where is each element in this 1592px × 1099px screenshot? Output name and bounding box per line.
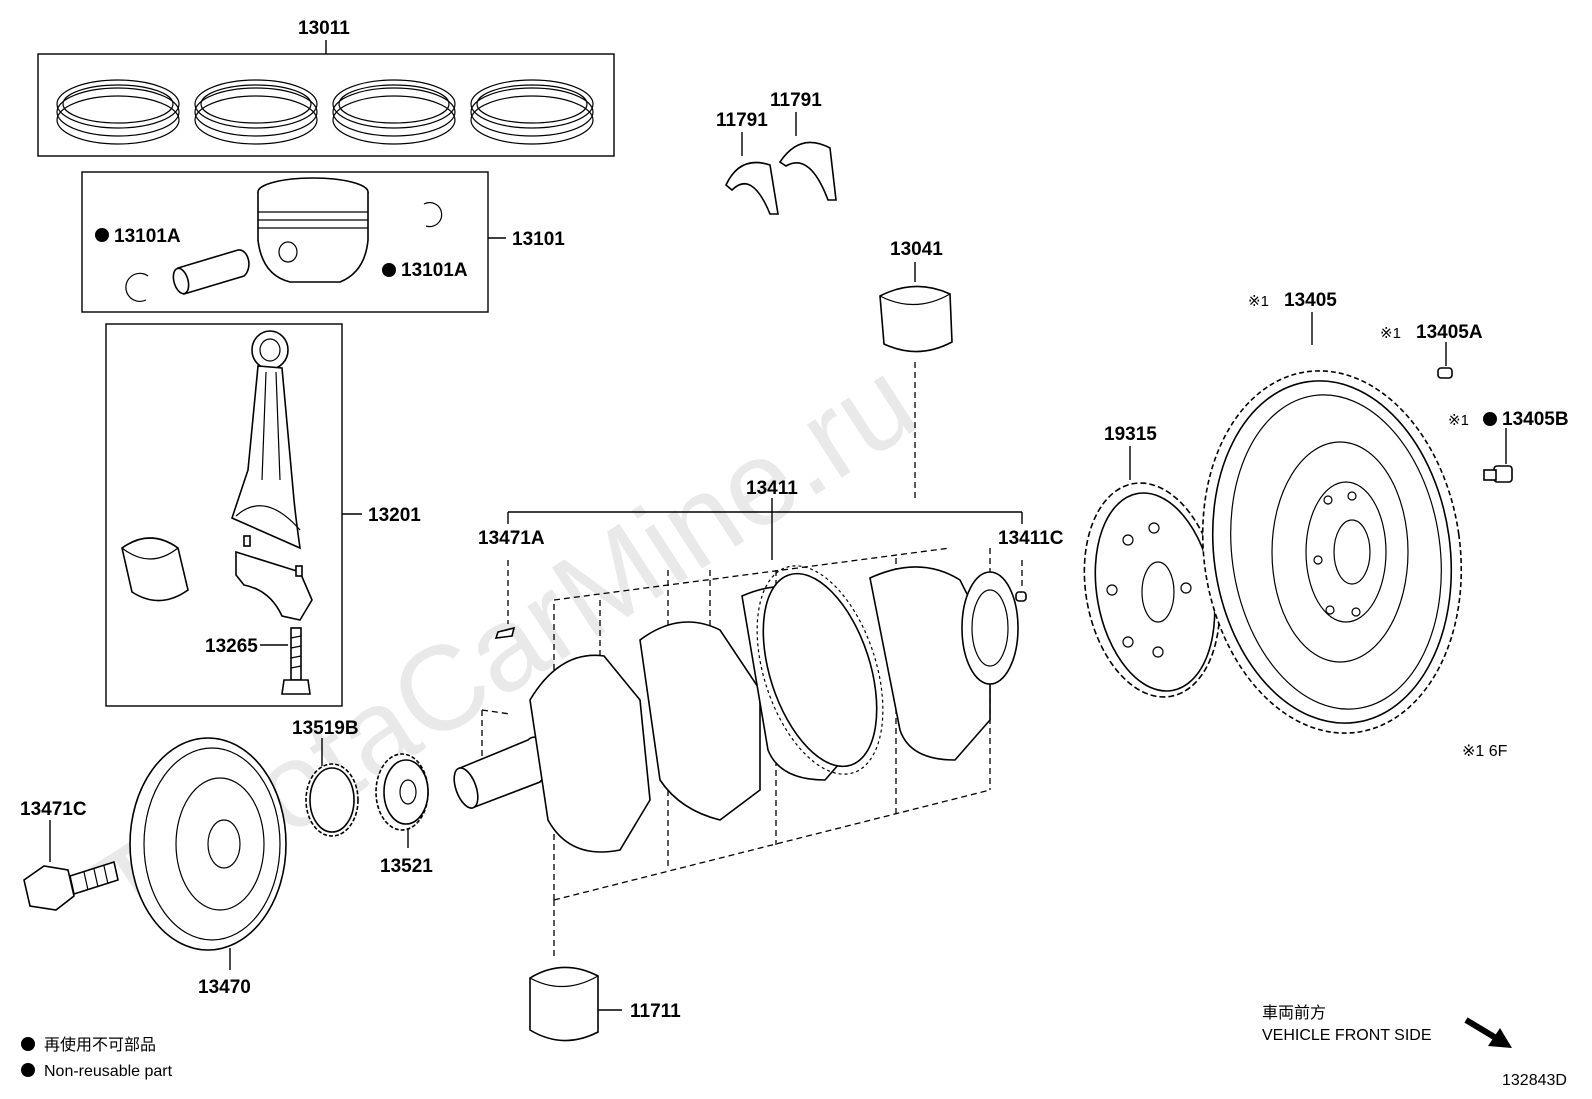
crankshaft-pulley-bolt[interactable] — [23, 820, 119, 911]
connecting-rod-assembly[interactable] — [105, 323, 362, 707]
crankshaft[interactable] — [449, 498, 1027, 901]
label-13519b: 13519B — [292, 718, 359, 739]
legend-marker — [21, 1037, 35, 1051]
direction-en: VEHICLE FRONT SIDE — [1262, 1027, 1432, 1044]
crank-angle-sensor-plate[interactable] — [1068, 446, 1236, 708]
label-13405: 13405 — [1284, 290, 1337, 311]
label-11791-a: 11791 — [716, 110, 768, 131]
crankshaft-bearing-lower[interactable] — [529, 900, 622, 1042]
crankshaft-pulley[interactable] — [129, 737, 287, 970]
label-13411c: 13411C — [998, 528, 1064, 549]
label-ref-13405b: ※1 — [1448, 412, 1469, 429]
label-11791-b: 11791 — [770, 90, 822, 111]
label-13471a: 13471A — [478, 528, 545, 549]
label-ref-13405: ※1 — [1248, 293, 1269, 310]
label-11711: 11711 — [630, 1001, 681, 1022]
label-13471c: 13471C — [20, 799, 87, 820]
thrust-washer-set[interactable] — [725, 112, 837, 215]
piston-ring-set[interactable] — [37, 40, 615, 157]
crankshaft-timing-sprocket[interactable] — [375, 753, 429, 848]
label-13411: 13411 — [746, 478, 798, 499]
vehicle-front-indicator: 車両前方 VEHICLE FRONT SIDE — [1262, 1004, 1512, 1048]
label-13405a: 13405A — [1416, 322, 1483, 343]
label-13101a-right: 13101A — [401, 260, 468, 281]
label-13521: 13521 — [380, 856, 433, 877]
label-13101a-left: 13101A — [114, 226, 181, 247]
footnote-6f: ※1 6F — [1462, 743, 1508, 760]
flywheel[interactable] — [1180, 312, 1484, 750]
label-13265: 13265 — [205, 636, 258, 657]
label-13101: 13101 — [512, 229, 565, 250]
legend-jp: 再使用不可部品 — [44, 1036, 156, 1054]
flywheel-bolt[interactable] — [1483, 428, 1513, 483]
legend: 再使用不可部品 Non-reusable part — [21, 1036, 173, 1080]
crankshaft-bearing-upper[interactable] — [879, 262, 953, 498]
direction-arrow-icon — [1464, 1017, 1512, 1048]
direction-jp: 車両前方 — [1262, 1004, 1326, 1022]
flywheel-dowel-pin[interactable] — [1437, 342, 1453, 379]
label-ref-13405a: ※1 — [1380, 325, 1401, 342]
label-13405b: 13405B — [1502, 409, 1569, 430]
crankshaft-timing-gear — [756, 565, 884, 775]
label-13201: 13201 — [368, 505, 421, 526]
legend-en: Non-reusable part — [44, 1063, 173, 1080]
diagram-id: 132843D — [1502, 1072, 1567, 1089]
label-19315: 19315 — [1104, 424, 1157, 445]
non-reusable-marker — [95, 228, 109, 242]
label-13041: 13041 — [890, 239, 943, 260]
legend-marker — [21, 1063, 35, 1077]
non-reusable-marker — [382, 263, 396, 277]
label-13470: 13470 — [198, 977, 251, 998]
crankshaft-position-sensor-plate[interactable] — [305, 738, 359, 837]
piston-subassembly[interactable] — [81, 171, 506, 313]
non-reusable-marker — [1483, 412, 1497, 426]
label-13011: 13011 — [298, 18, 350, 39]
